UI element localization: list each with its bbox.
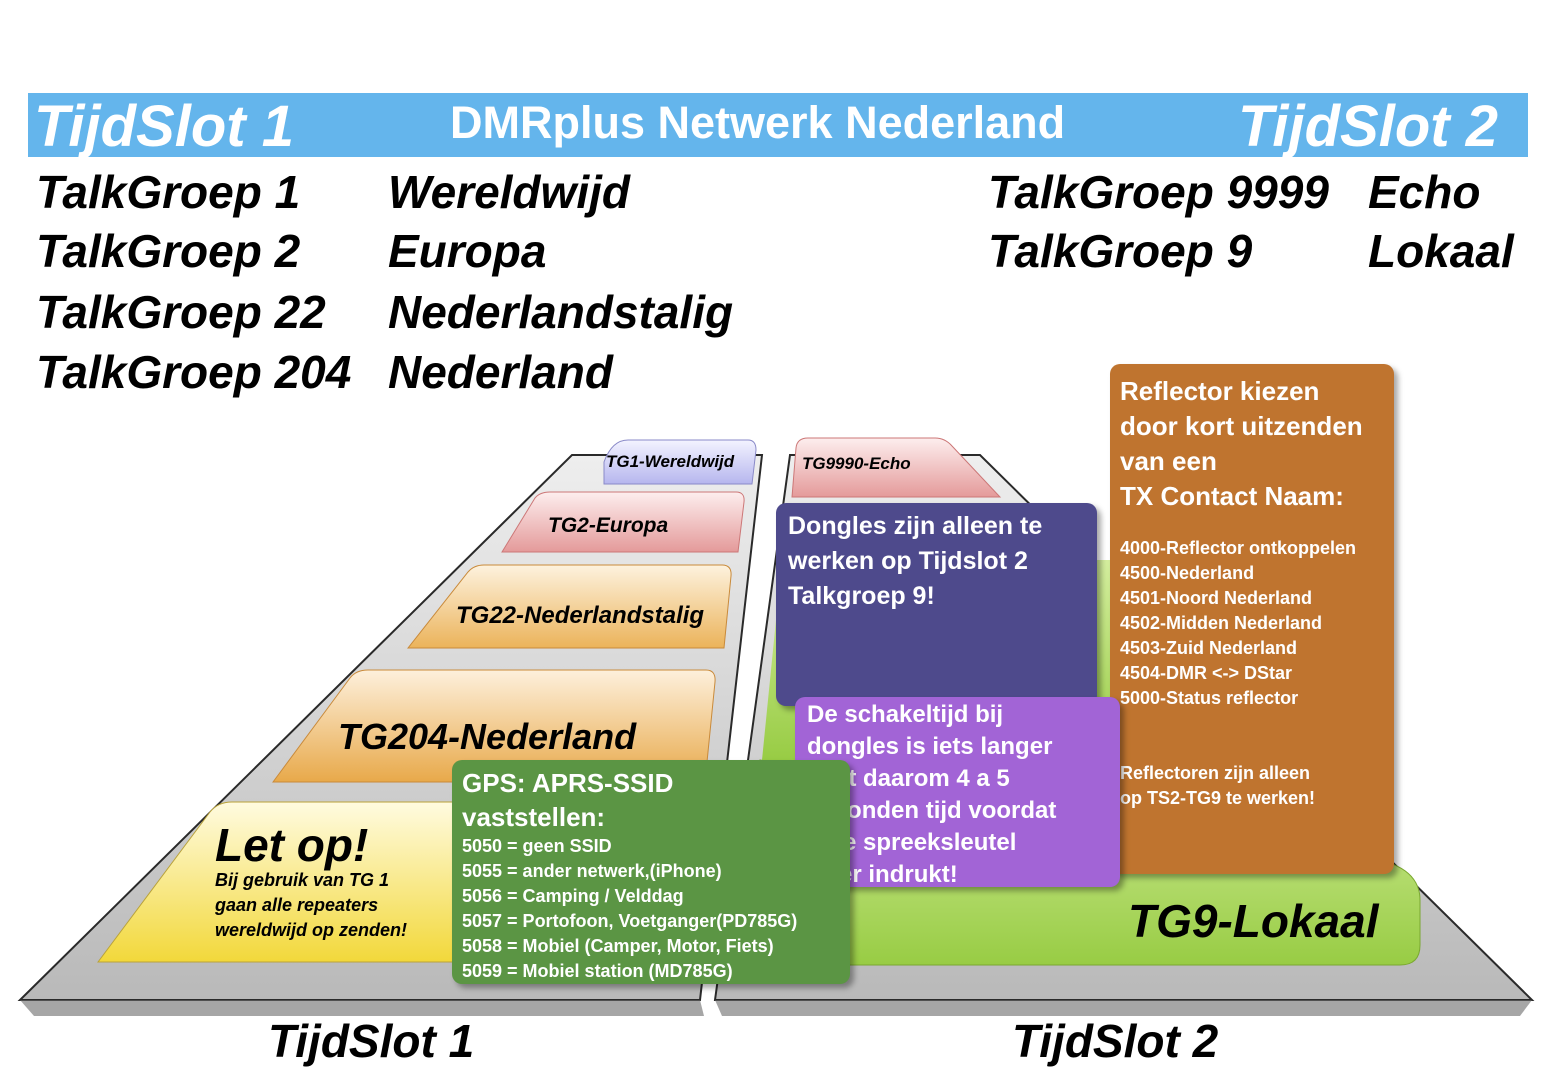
tier-tg22-shape xyxy=(406,564,732,649)
reflector-title-3: van een xyxy=(1120,446,1217,476)
schakeltijd-line-5: u de spreeksleutel xyxy=(807,829,1017,856)
tier-tg2-shape xyxy=(501,491,745,553)
tier-label-tg1: TG1-Wereldwijd xyxy=(606,452,735,471)
dongles-line-2: werken op Tijdslot 2 xyxy=(788,547,1028,575)
tier-label-tg2: TG2-Europa xyxy=(548,514,669,537)
tg-left-name-4: Nederland xyxy=(388,346,613,398)
warning-line-3: wereldwijd op zenden! xyxy=(215,920,408,940)
gps-item-5058: 5058 = Mobiel (Camper, Motor, Fiets) xyxy=(462,936,774,956)
gps-item-5050: 5050 = geen SSID xyxy=(462,836,612,856)
bottom-label-timeslot-1: TijdSlot 1 xyxy=(268,1015,475,1067)
schakeltijd-line-6: weer indrukt! xyxy=(807,861,958,888)
banner-title: DMRplus Netwerk Nederland xyxy=(450,97,1066,148)
dongles-line-3: Talkgroep 9! xyxy=(788,582,935,610)
tier-label-tg9: TG9-Lokaal xyxy=(1128,895,1379,947)
tg-left-id-1: TalkGroep 1 xyxy=(36,166,301,218)
reflector-footer-1: Reflectoren zijn alleen xyxy=(1120,763,1311,783)
gps-title-1: GPS: APRS-SSID xyxy=(462,768,674,798)
tg-left-name-1: Wereldwijd xyxy=(388,166,630,218)
tg-right-name-2: Lokaal xyxy=(1368,225,1514,277)
schakeltijd-line-4: seconden tijd voordat xyxy=(807,797,1057,824)
banner-timeslot-1: TijdSlot 1 xyxy=(34,94,294,159)
dongles-line-1: Dongles zijn alleen te xyxy=(788,512,1043,540)
tier-label-tg204: TG204-Nederland xyxy=(338,716,637,757)
reflector-info-box: Reflector kiezen door kort uitzenden van… xyxy=(1110,364,1394,874)
reflector-item-4503: 4503-Zuid Nederland xyxy=(1120,638,1298,658)
reflector-item-4504: 4504-DMR <-> DStar xyxy=(1120,663,1293,683)
reflector-item-5000: 5000-Status reflector xyxy=(1120,688,1299,708)
bottom-label-timeslot-2: TijdSlot 2 xyxy=(1012,1015,1219,1067)
reflector-footer-2: op TS2-TG9 te werken! xyxy=(1120,788,1316,808)
warning-title: Let op! xyxy=(215,819,369,871)
reflector-title-1: Reflector kiezen xyxy=(1120,376,1320,406)
tg-right-name-1: Echo xyxy=(1368,166,1481,218)
tg-right-id-1: TalkGroep 9999 xyxy=(988,166,1329,218)
tier-tg9990-shape xyxy=(791,437,1002,498)
schakeltijd-line-3: Laat daarom 4 a 5 xyxy=(807,765,1010,792)
gps-item-5057: 5057 = Portofoon, Voetganger(PD785G) xyxy=(462,911,798,931)
tg-left-id-3: TalkGroep 22 xyxy=(36,286,326,338)
schakeltijd-line-2: dongles is iets langer xyxy=(807,733,1053,760)
reflector-title-4: TX Contact Naam: xyxy=(1120,481,1344,511)
warning-line-2: gaan alle repeaters xyxy=(215,895,379,915)
banner-timeslot-2: TijdSlot 2 xyxy=(1238,94,1498,159)
header-banner xyxy=(28,93,1528,157)
tier-tg1-shape xyxy=(603,439,757,485)
tg-left-name-2: Europa xyxy=(388,225,547,277)
reflector-title-2: door kort uitzenden xyxy=(1120,411,1363,441)
reflector-item-4502: 4502-Midden Nederland xyxy=(1120,613,1323,633)
gps-item-5059: 5059 = Mobiel station (MD785G) xyxy=(462,961,733,981)
schakeltijd-line-1: De schakeltijd bij xyxy=(807,701,1004,728)
gps-item-5055: 5055 = ander netwerk,(iPhone) xyxy=(462,861,722,881)
reflector-item-4500: 4500-Nederland xyxy=(1120,563,1255,583)
reflector-item-4000: 4000-Reflector ontkoppelen xyxy=(1120,538,1357,558)
reflector-item-4501: 4501-Noord Nederland xyxy=(1120,588,1313,608)
tier-label-tg22: TG22-Nederlandstalig xyxy=(456,602,705,629)
warning-line-1: Bij gebruik van TG 1 xyxy=(215,870,390,890)
tg-left-id-4: TalkGroep 204 xyxy=(36,346,352,398)
tier-label-tg9990: TG9990-Echo xyxy=(802,454,911,473)
gps-title-2: vaststellen: xyxy=(462,802,606,832)
tier-tg204-shape xyxy=(272,669,716,783)
tg-left-id-2: TalkGroep 2 xyxy=(36,225,301,277)
gps-info-box: GPS: APRS-SSID vaststellen: 5050 = geen … xyxy=(452,760,850,984)
tg-left-name-3: Nederlandstalig xyxy=(388,286,734,338)
gps-item-5056: 5056 = Camping / Velddag xyxy=(462,886,684,906)
dongles-info-box: Dongles zijn alleen te werken op Tijdslo… xyxy=(776,503,1097,706)
tg-right-id-2: TalkGroep 9 xyxy=(988,225,1253,277)
